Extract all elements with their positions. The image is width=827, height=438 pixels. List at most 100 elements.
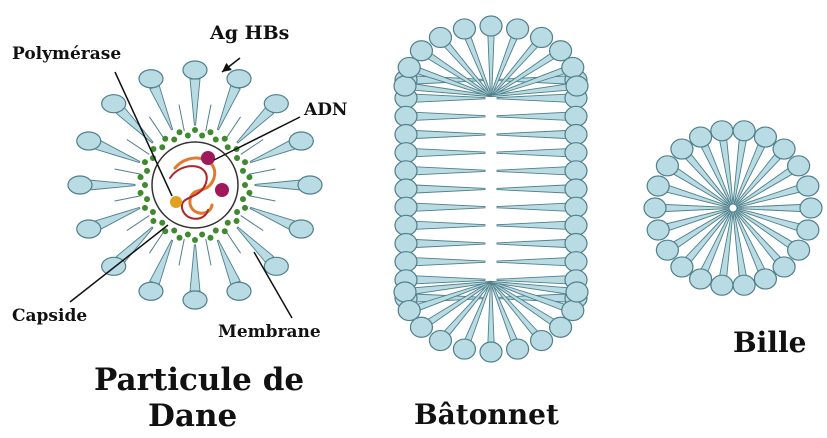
rod-cap-head (429, 27, 451, 47)
bille-lipid-head (671, 257, 693, 277)
capsid-dot (207, 129, 213, 135)
capsid-dot (142, 182, 148, 188)
capsid-dot (246, 190, 252, 196)
rod-cap-head (531, 27, 553, 47)
capsid-dot (171, 227, 177, 233)
rod-lipid-head (395, 179, 417, 199)
label-polymerase: Polymérase (12, 44, 121, 64)
bille-lipid-head (671, 139, 693, 159)
bille-lipid-head (788, 240, 810, 260)
bille-lipid-head (711, 121, 733, 141)
rod-cap-head (410, 317, 432, 337)
bille-lipid-head (788, 156, 810, 176)
capsid-dot (213, 137, 219, 143)
capsid-dot (240, 196, 246, 202)
label-adn: ADN (304, 100, 347, 120)
label-bille: Bille (733, 326, 806, 359)
capsid-dot (150, 218, 156, 224)
capsid-dot (234, 209, 240, 215)
capsid-dot (142, 205, 148, 211)
batonnet-particle (394, 16, 588, 362)
rod-lipid-head (395, 197, 417, 217)
capsid-dot (222, 228, 228, 234)
rod-lipid-tail (416, 203, 485, 211)
rod-lipid-tail (497, 258, 566, 266)
capsid-dot (234, 155, 240, 161)
capsid-dot (192, 127, 198, 133)
capsid-dot (192, 237, 198, 243)
rod-lipid-head (395, 252, 417, 272)
rod-lipid-tail (416, 149, 485, 157)
bille-lipid-head (644, 198, 666, 218)
rod-lipid-tail (416, 221, 485, 229)
hbs-spike-stem (117, 227, 153, 263)
capsid-dot (177, 235, 183, 241)
rod-cap-head (429, 331, 451, 351)
hbs-spike-head (298, 176, 322, 194)
rod-lipid-head (565, 125, 587, 145)
capsid-dot (225, 220, 231, 226)
rod-lipid-tail (497, 112, 566, 120)
membrane-lipid (241, 216, 263, 231)
rod-lipid-head (395, 234, 417, 254)
rod-cap-head (453, 339, 475, 359)
bille-lipid-head (773, 139, 795, 159)
capsid-dot (207, 235, 213, 241)
capsid-dot (162, 136, 168, 142)
label-capside: Capside (12, 306, 87, 326)
hbs-spike-head (183, 291, 207, 309)
rod-cap-head (566, 76, 588, 96)
rod-cap-head (410, 41, 432, 61)
hbs-spike-head (183, 61, 207, 79)
capsid-dot (144, 168, 150, 174)
capsid-dot (199, 133, 205, 139)
membrane-lipid (179, 105, 184, 131)
hbs-spike-head (77, 132, 101, 150)
capsid-dot (138, 174, 144, 180)
hbs-spike-head (139, 282, 163, 300)
rod-cap-head (507, 19, 529, 39)
hbs-spike-head (77, 220, 101, 238)
bille-lipid-head (690, 127, 712, 147)
capsid-dot (159, 144, 165, 150)
rod-lipid-tail (497, 185, 566, 193)
rod-lipid-tail (497, 221, 566, 229)
bille-lipid-head (711, 275, 733, 295)
dna-knob-top (201, 151, 215, 165)
membrane-lipid (206, 105, 211, 131)
rod-cap-head (480, 16, 502, 36)
rod-lipid-head (395, 143, 417, 163)
bille-lipid-head (754, 269, 776, 289)
bille-lipid-head (754, 127, 776, 147)
hbs-spike-head (68, 176, 92, 194)
label-ag-hbs: Ag HBs (210, 22, 289, 44)
capsid-dot (242, 182, 248, 188)
rod-cap-head (562, 301, 584, 321)
hbs-spike-stem (237, 227, 273, 263)
bille-lipid-head (797, 176, 819, 196)
bille-lipid-head (656, 156, 678, 176)
membrane-lipid (179, 239, 184, 265)
capsid-dot (246, 174, 252, 180)
rod-cap-head (566, 282, 588, 302)
hbs-spike-head (289, 132, 313, 150)
membrane-lipid (149, 117, 164, 139)
membrane-lipid (249, 196, 275, 201)
rod-lipid-tail (497, 240, 566, 248)
capsid-dot (144, 196, 150, 202)
capsid-dot (234, 218, 240, 224)
membrane-lipid (249, 169, 275, 174)
capsid-dot (171, 137, 177, 143)
bille-lipid-head (733, 275, 755, 295)
hbs-spike-stem (89, 180, 135, 190)
hbs-spike-head (264, 95, 288, 113)
hbs-spike-head (139, 70, 163, 88)
rod-lipid-tail (416, 258, 485, 266)
bille-lipid-head (797, 220, 819, 240)
rod-lipid-tail (497, 167, 566, 175)
hbs-spike-head (227, 282, 251, 300)
rod-lipid-head (565, 252, 587, 272)
capsid-dot (213, 227, 219, 233)
rod-lipid-tail (416, 185, 485, 193)
hbs-spike-stem (190, 245, 200, 291)
